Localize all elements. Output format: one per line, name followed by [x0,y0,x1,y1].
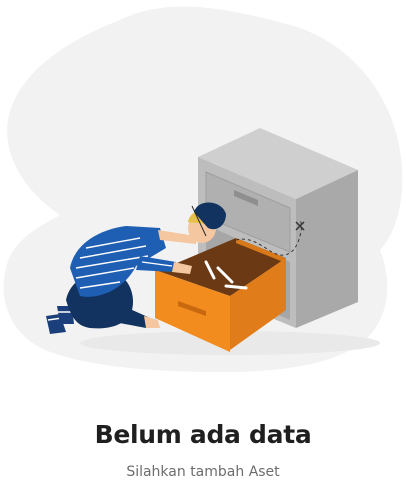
fly-path [235,219,302,256]
empty-state-title: Belum ada data [94,420,312,449]
fly-icon [295,221,305,231]
empty-state-subtitle: Silahkan tambah Aset [126,464,280,480]
empty-illustration [3,6,403,373]
cabinet-drawer [155,238,286,352]
person [46,202,226,334]
